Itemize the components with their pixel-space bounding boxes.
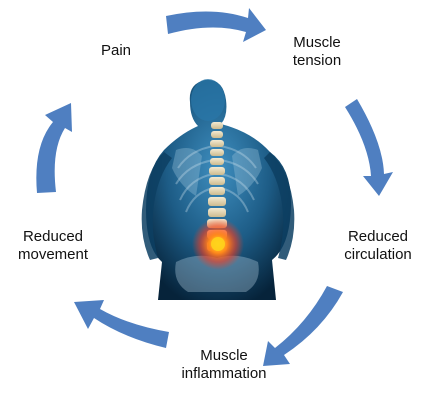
step-label-reduced-movement: Reduced movement bbox=[6, 228, 100, 264]
step-label-line: circulation bbox=[344, 246, 412, 263]
left-arm bbox=[141, 152, 172, 260]
step-label-reduced-circulation: Reduced circulation bbox=[332, 228, 424, 264]
step-label-muscle-tension: Muscle tension bbox=[272, 34, 362, 70]
right-scapula bbox=[232, 148, 262, 196]
arrow-movement-to-pain bbox=[36, 103, 72, 193]
step-label-muscle-inflammation: Muscle inflammation bbox=[162, 347, 286, 383]
arrow-pain-to-tension bbox=[166, 8, 266, 42]
right-arm bbox=[264, 152, 295, 260]
step-label-pain: Pain bbox=[86, 42, 146, 60]
step-label-line: tension bbox=[292, 52, 342, 69]
arrow-tension-to-circulation bbox=[345, 99, 393, 196]
arrow-circulation-to-inflammation bbox=[263, 286, 343, 366]
step-label-line: Muscle bbox=[200, 347, 248, 364]
human-back-illustration bbox=[141, 79, 295, 300]
left-scapula bbox=[172, 148, 202, 196]
lower-back-pain-core bbox=[211, 237, 225, 251]
step-label-line: inflammation bbox=[181, 365, 267, 382]
head bbox=[191, 79, 225, 121]
pelvis bbox=[175, 255, 259, 292]
arrow-inflammation-to-movement bbox=[74, 300, 169, 348]
step-label-line: Reduced bbox=[22, 228, 84, 245]
step-label-line: movement bbox=[17, 246, 89, 263]
step-label-line: Reduced bbox=[347, 228, 409, 245]
step-label-line: Muscle bbox=[293, 34, 341, 51]
step-label-line: Pain bbox=[100, 42, 132, 59]
cycle-arrows bbox=[36, 8, 393, 366]
